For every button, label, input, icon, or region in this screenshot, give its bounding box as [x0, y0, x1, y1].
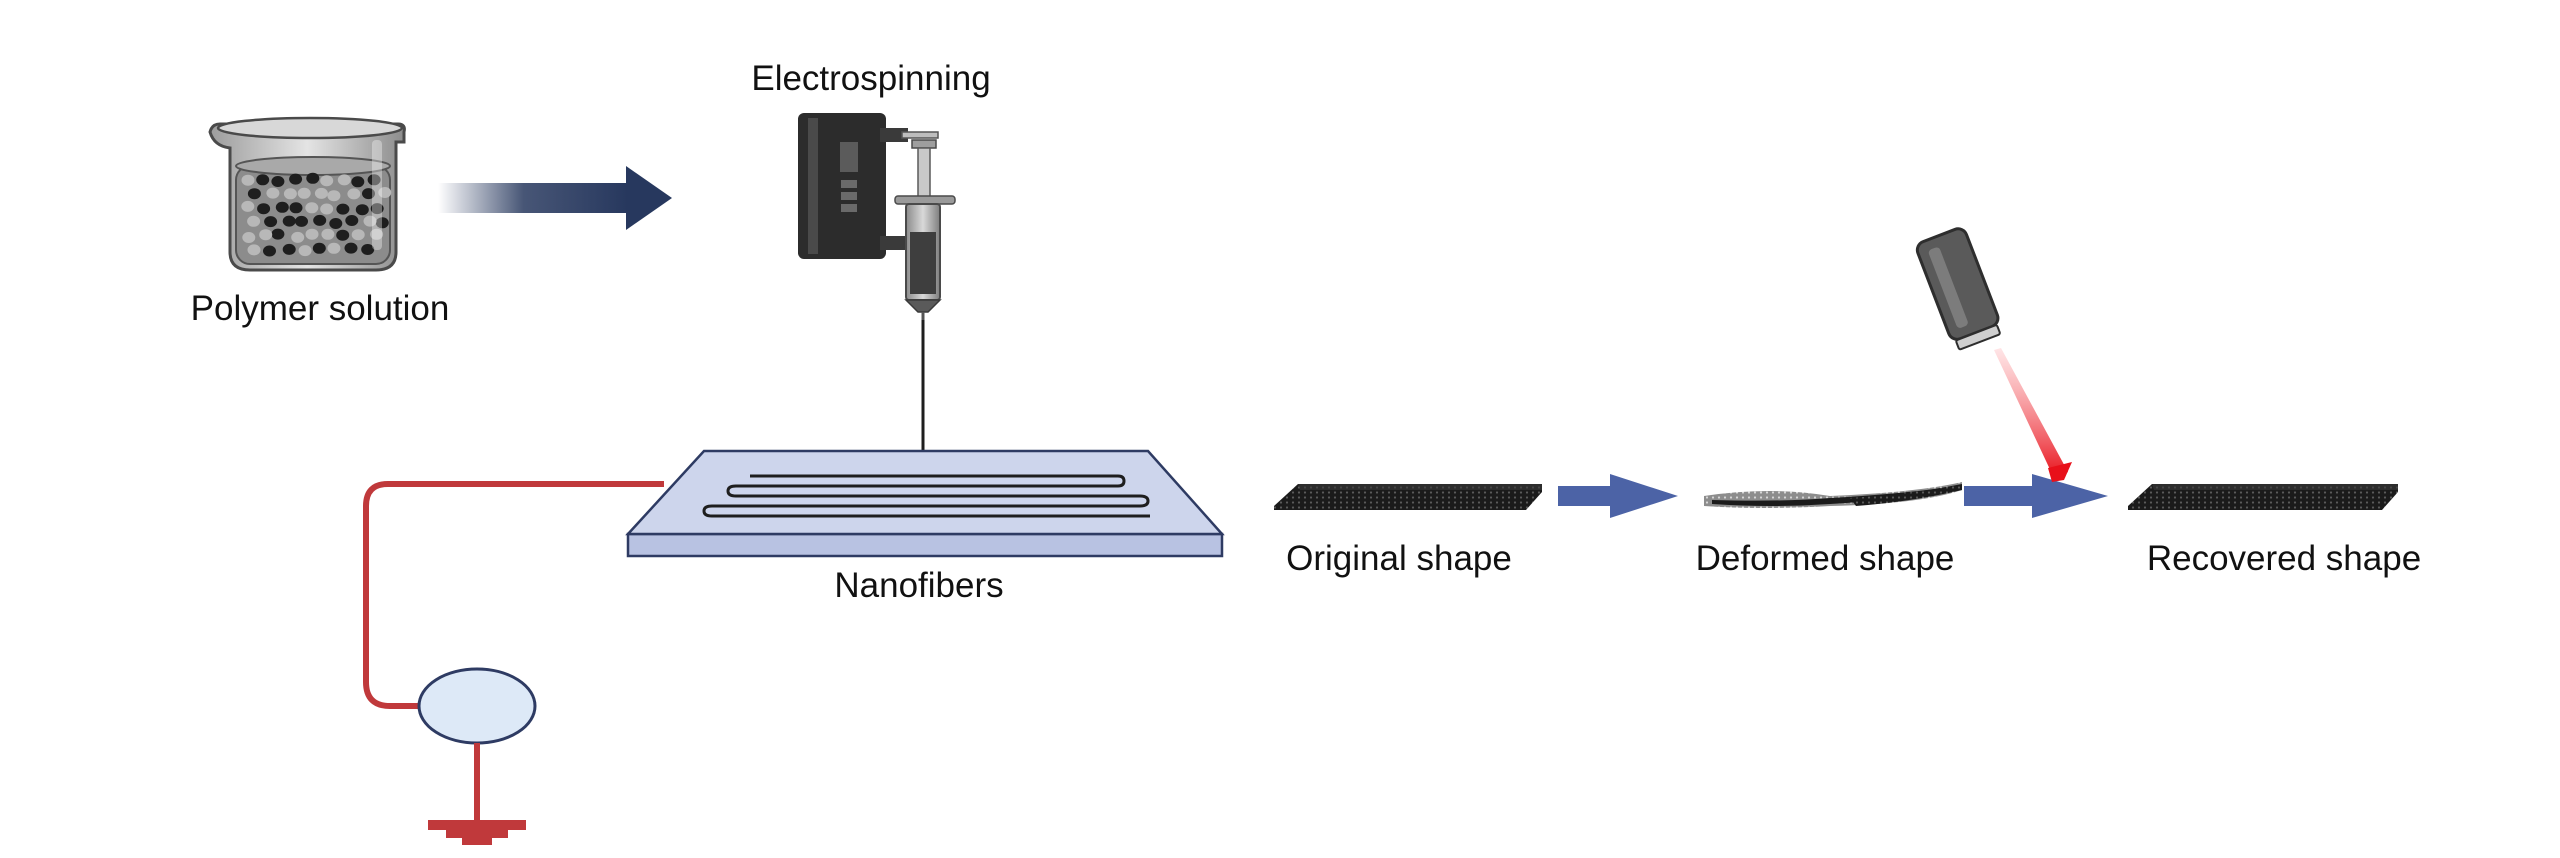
polymer-bead — [329, 218, 343, 229]
polymer-bead — [370, 228, 384, 240]
polymer-bead — [283, 188, 297, 200]
label-deformed-shape: Deformed shape — [1695, 539, 1955, 578]
ground-symbol-icon — [428, 820, 526, 845]
polymer-bead — [295, 215, 308, 227]
polymer-bead — [312, 242, 326, 254]
polymer-bead — [351, 176, 365, 188]
polymer-bead — [305, 202, 319, 214]
polymer-bead — [370, 203, 384, 215]
polymer-bead — [344, 242, 358, 254]
laser-beam — [1994, 348, 2068, 478]
polymer-bead — [347, 188, 361, 200]
label-electrospinning: Electrospinning — [751, 59, 991, 98]
polymer-bead — [336, 229, 350, 241]
polymer-bead — [275, 201, 289, 213]
polymer-bead — [282, 243, 296, 255]
polymer-bead — [264, 216, 278, 228]
polymer-bead — [305, 228, 319, 240]
polymer-bead — [313, 214, 327, 226]
polymer-bead — [345, 215, 359, 226]
label-nanofibers: Nanofibers — [834, 566, 1004, 605]
label-recovered-shape: Recovered shape — [2146, 539, 2422, 578]
polymer-bead — [241, 200, 255, 212]
polymer-bead — [256, 174, 270, 186]
polymer-bead — [306, 172, 320, 184]
polymer-bead — [375, 217, 389, 229]
original-shape-sheet — [1274, 484, 1542, 510]
polymer-bead — [314, 187, 328, 199]
polymer-bead — [247, 244, 261, 256]
polymer-bead — [327, 190, 341, 202]
deformed-shape-sheet — [1704, 482, 1962, 508]
polymer-bead — [327, 242, 341, 254]
nanofiber-deposit — [702, 474, 1150, 518]
arrow-deformed-to-recovered — [1964, 474, 2108, 518]
syringe-pump-icon — [798, 113, 956, 320]
polymer-bead — [367, 174, 381, 186]
polymer-bead — [321, 228, 335, 240]
polymer-bead — [297, 187, 311, 199]
polymer-bead — [362, 188, 375, 200]
polymer-bead — [336, 203, 350, 215]
polymer-bead — [355, 204, 369, 216]
polymer-bead — [363, 215, 377, 227]
polymer-bead — [271, 228, 285, 240]
polymer-bead — [320, 175, 334, 187]
polymer-bead — [291, 231, 305, 243]
electric-wire — [363, 481, 664, 709]
polymer-bead — [320, 203, 334, 215]
polymer-bead — [378, 187, 392, 198]
polymer-bead — [241, 174, 255, 186]
collector-plate — [625, 449, 1225, 558]
polymer-bead — [266, 187, 280, 199]
polymer-bead — [242, 232, 256, 243]
polymer-bead — [351, 229, 365, 241]
polymer-bead — [337, 174, 351, 186]
polymer-bead — [259, 229, 273, 241]
polymer-bead — [289, 173, 303, 185]
polymer-bead — [361, 244, 375, 255]
polymer-bead — [271, 176, 285, 187]
label-original-shape: Original shape — [1286, 539, 1512, 578]
process-arrow-to-electrospinning — [438, 166, 672, 230]
polymer-bead — [247, 188, 261, 200]
beaker-icon — [208, 116, 406, 272]
label-polymer-solution: Polymer solution — [190, 289, 450, 328]
polymer-bead — [282, 215, 296, 227]
polymer-bead — [257, 203, 271, 215]
arrow-original-to-deformed — [1558, 474, 1678, 518]
polymer-bead — [247, 215, 261, 227]
polymer-bead — [263, 245, 276, 257]
power-supply — [417, 667, 537, 745]
recovered-shape-sheet — [2128, 484, 2398, 510]
laser-pointer-icon — [1915, 227, 2001, 351]
polymer-bead — [289, 202, 303, 214]
polymer-bead — [298, 245, 312, 257]
